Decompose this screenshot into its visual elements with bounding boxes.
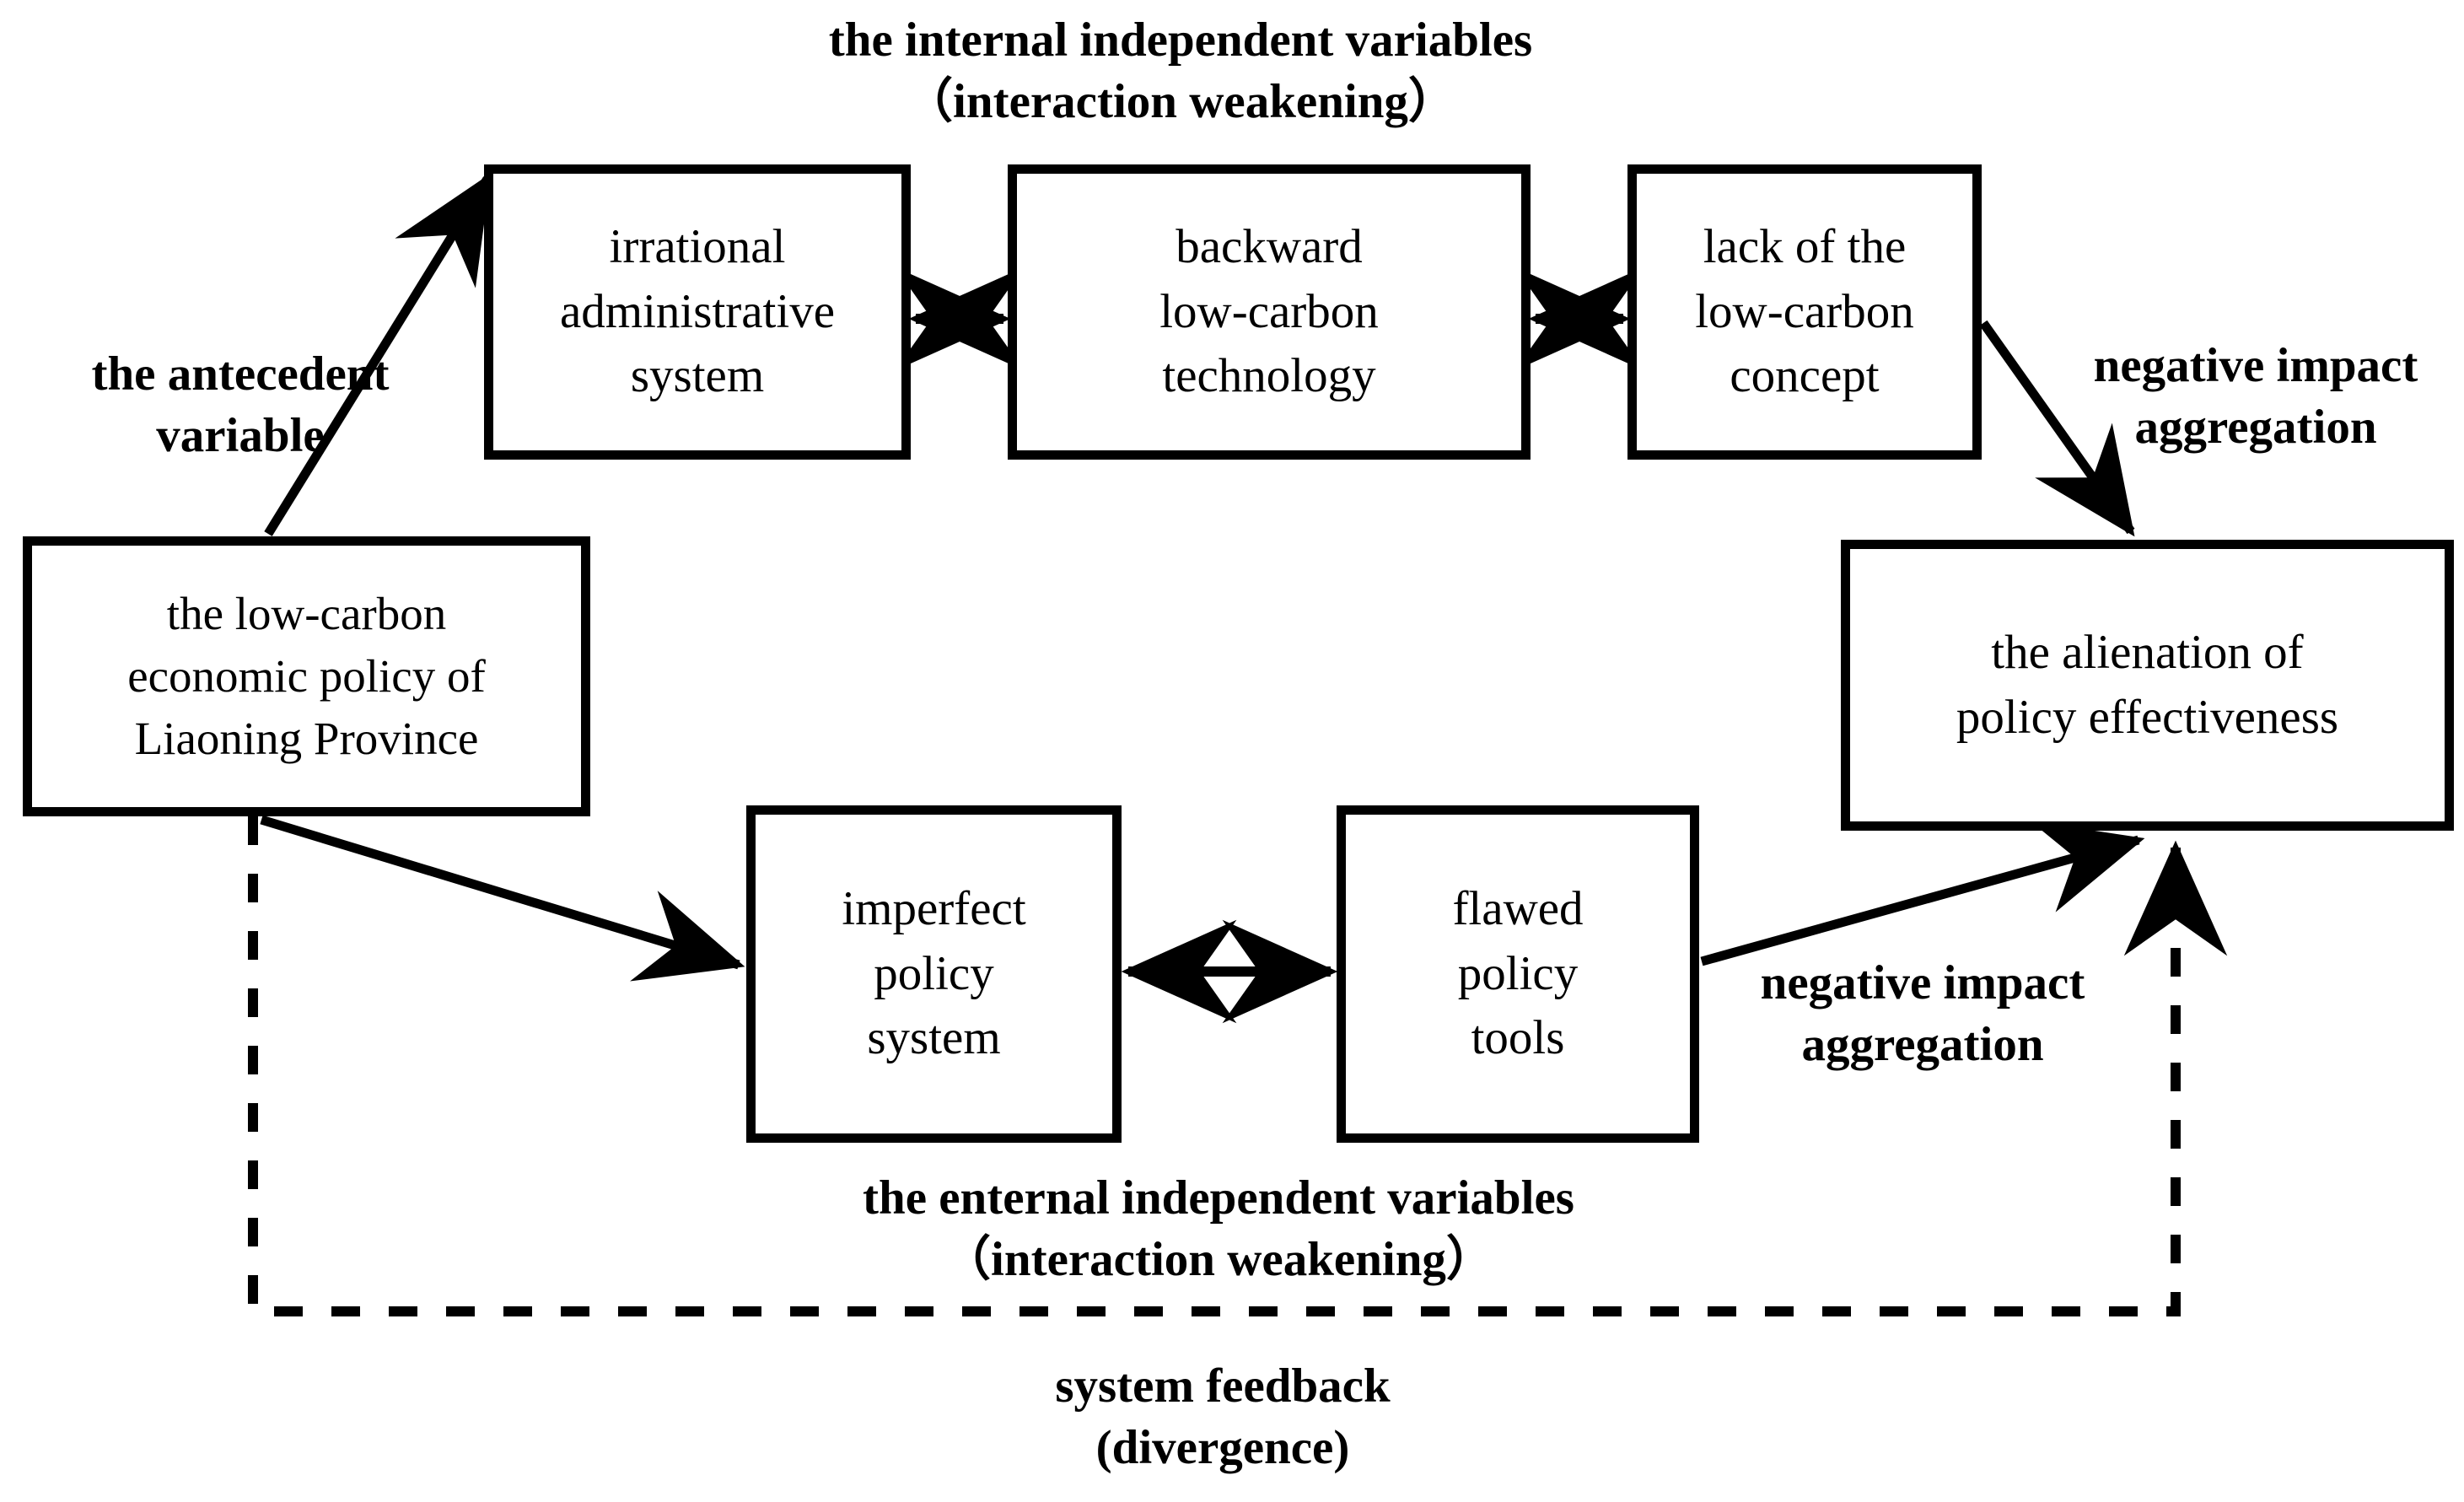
node-backward-low-carbon-technology[interactable]: backward low-carbon technology	[1008, 164, 1531, 460]
node-irrational-administrative-system[interactable]: irrational administrative system	[484, 164, 911, 460]
label-negative-impact-aggregation-top: negative impact aggregation	[2093, 339, 2418, 454]
edge-policy-to-imperfect	[260, 815, 745, 982]
edge-flawed-to-alienation	[1700, 821, 2145, 966]
label-enternal-independent-variables: the enternal independent variables （inte…	[863, 1171, 1574, 1286]
edge-system-feedback	[248, 816, 2228, 1316]
node-irrational-administrative-system-label: irrational administrative system	[559, 220, 836, 403]
node-alienation-of-policy-effectiveness-label: the alienation of policy effectiveness	[1956, 626, 2339, 744]
node-lack-of-the-low-carbon-concept[interactable]: lack of the low-carbon concept	[1627, 164, 1982, 460]
node-flawed-policy-tools[interactable]: flawed policy tools	[1337, 805, 1699, 1143]
label-system-feedback: system feedback (divergence)	[1055, 1359, 1391, 1474]
node-imperfect-policy-system[interactable]: imperfect policy system	[746, 805, 1122, 1143]
node-alienation-of-policy-effectiveness[interactable]: the alienation of policy effectiveness	[1841, 540, 2454, 831]
node-backward-low-carbon-technology-label: backward low-carbon technology	[1159, 220, 1379, 403]
node-lack-of-the-low-carbon-concept-label: lack of the low-carbon concept	[1695, 220, 1914, 403]
label-antecedent-variable: the antecedent variable	[91, 347, 390, 462]
label-negative-impact-aggregation-bottom: negative impact aggregation	[1760, 956, 2085, 1071]
node-low-carbon-economic-policy-liaoning[interactable]: the low-carbon economic policy of Liaoni…	[23, 536, 590, 816]
node-low-carbon-economic-policy-liaoning-label: the low-carbon economic policy of Liaoni…	[127, 588, 486, 764]
edge-concept-to-alienation	[1979, 320, 2135, 537]
edge-policy-to-admin	[264, 173, 492, 536]
node-imperfect-policy-system-label: imperfect policy system	[842, 882, 1026, 1065]
node-flawed-policy-tools-label: flawed policy tools	[1452, 882, 1584, 1065]
label-internal-independent-variables: the internal independent variables （inte…	[828, 13, 1533, 128]
